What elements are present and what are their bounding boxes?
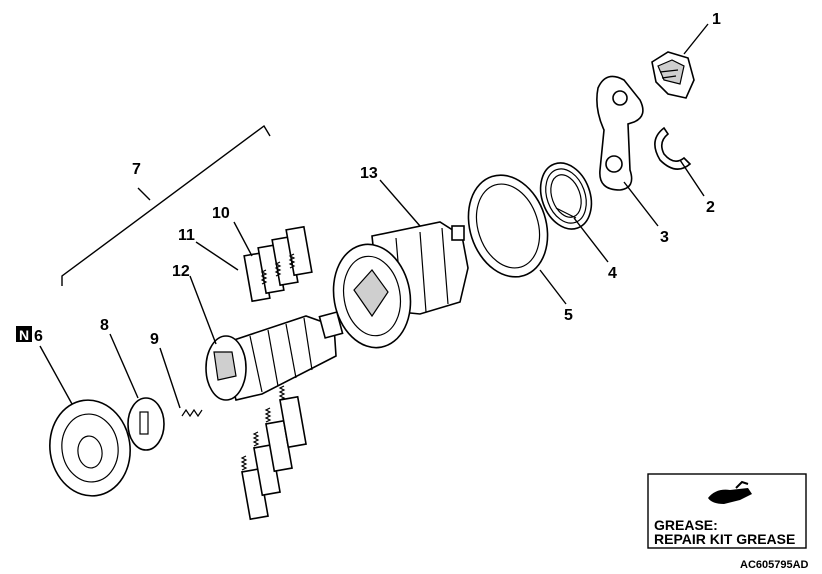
- part-3-lever: [596, 75, 644, 191]
- new-part-badge: [16, 326, 32, 342]
- part-6-cap: [49, 399, 131, 497]
- group-7-bracket: [61, 124, 271, 286]
- part-9-spring: [181, 408, 203, 418]
- part-11-springs-lower: [240, 385, 286, 471]
- callout-8: 8: [100, 317, 109, 334]
- callout-6: 6: [34, 328, 43, 345]
- callout-11: 11: [178, 227, 195, 244]
- part-5-gasket: [467, 174, 549, 278]
- reference-code: AC605795AD: [740, 559, 809, 571]
- part-13-lock-housing: [332, 221, 469, 349]
- leader-lines: [39, 23, 709, 409]
- callout-6-with-new-badge: N 6: [16, 326, 43, 345]
- callout-5: 5: [564, 307, 573, 324]
- callout-7: 7: [132, 161, 141, 178]
- part-8-shutter: [127, 397, 165, 451]
- callout-3: 3: [660, 229, 669, 246]
- callout-2: 2: [706, 199, 715, 216]
- legend-line-1: GREASE:: [654, 517, 718, 533]
- part-10-tumblers-upper: [243, 225, 313, 303]
- part-10-tumblers-lower: [241, 395, 307, 521]
- grease-legend: GREASE: REPAIR KIT GREASE: [647, 473, 807, 549]
- part-12-cylinder: [205, 311, 344, 401]
- callout-10: 10: [212, 205, 230, 222]
- grease-gun-icon: [708, 480, 752, 504]
- part-2-eclip: [654, 126, 692, 170]
- new-part-badge-letter: N: [19, 327, 29, 343]
- callout-9: 9: [150, 331, 159, 348]
- part-11-springs-upper: [260, 253, 296, 285]
- part-1-clip: [651, 51, 695, 99]
- callout-4: 4: [608, 265, 617, 282]
- part-4-spring: [539, 162, 593, 230]
- callout-12: 12: [172, 263, 190, 280]
- callout-13: 13: [360, 165, 378, 182]
- legend-line-2: REPAIR KIT GREASE: [654, 531, 795, 547]
- callout-1: 1: [712, 11, 721, 28]
